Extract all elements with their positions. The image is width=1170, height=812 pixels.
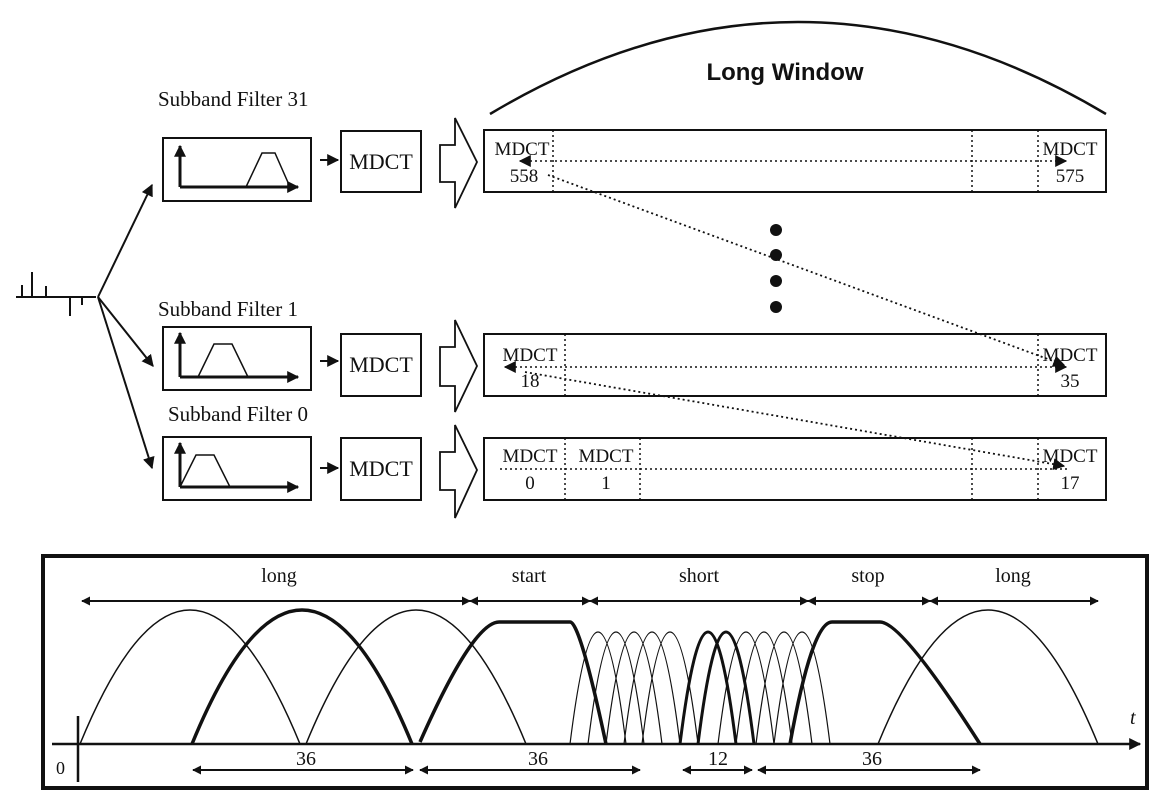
mdct-cell-index: 35	[1061, 371, 1080, 392]
time-axis-label: t	[1130, 707, 1136, 729]
segment-label-stop: stop	[851, 565, 884, 587]
subband-filter-label: Subband Filter 31	[158, 87, 309, 111]
filterbank-panel: Long Window Subband Filter 31 MDCT MDCT …	[16, 20, 1107, 519]
window-switching-panel: long start short stop long	[41, 554, 1149, 790]
length-label: 12	[708, 748, 728, 770]
window-shapes	[79, 608, 1099, 745]
mdct-cell-label: MDCT	[1043, 139, 1098, 160]
subband-row-1: Subband Filter 1 MDCT MDCT 18 MDCT 35	[158, 297, 1107, 413]
hollow-arrow	[439, 424, 478, 519]
panel-frame	[41, 554, 1149, 790]
long-window-label: Long Window	[706, 59, 863, 86]
filter-box	[162, 137, 312, 202]
subband-row-0: Subband Filter 0 MDCT MDCT 0 MDCT 1 MDCT…	[162, 402, 1107, 519]
hollow-arrow	[439, 117, 479, 209]
mdct-cell-label: MDCT	[495, 139, 550, 160]
mdct-cell-index: 1	[601, 473, 611, 494]
mdct-cell-label: MDCT	[1043, 446, 1098, 467]
mdct-cell-index: 18	[521, 371, 540, 392]
segment-label-start: start	[512, 565, 547, 587]
mdct-cell-index: 17	[1061, 473, 1080, 494]
segment-label-long: long	[995, 565, 1031, 587]
origin-label: 0	[56, 758, 65, 778]
branch-arrows	[97, 183, 155, 470]
mdct-cell-index: 0	[525, 473, 535, 494]
filter-box	[162, 326, 312, 391]
input-signal-icon	[16, 272, 96, 316]
hollow-arrow	[439, 319, 478, 413]
coefficient-buffer	[483, 333, 1107, 397]
bandpass-response-icon	[174, 144, 300, 193]
mdct-block-label: MDCT	[349, 149, 413, 174]
subband-row-31: Subband Filter 31 MDCT MDCT 558 MDCT 575	[158, 87, 1107, 209]
mdct-cell-label: MDCT	[503, 345, 558, 366]
mdct-block-label: MDCT	[349, 352, 413, 377]
mdct-block	[340, 437, 422, 501]
mdct-block	[340, 130, 422, 193]
length-label: 36	[296, 748, 316, 770]
mdct-block	[340, 333, 422, 397]
length-label: 36	[862, 748, 882, 770]
long-window-curve	[489, 20, 1107, 116]
mdct-block-label: MDCT	[349, 456, 413, 481]
filter-box	[162, 436, 312, 501]
lowpass-response-icon	[174, 441, 300, 493]
scan-order-arrows	[524, 174, 1066, 471]
coefficient-buffer	[483, 129, 1107, 193]
mdct-cell-label: MDCT	[579, 446, 634, 467]
mdct-cell-index: 575	[1056, 166, 1085, 187]
ellipsis-dots	[770, 224, 782, 313]
mdct-cell-label: MDCT	[1043, 345, 1098, 366]
mdct-cell-index: 558	[510, 166, 539, 187]
length-label: 36	[528, 748, 548, 770]
coefficient-buffer	[483, 437, 1107, 501]
bandpass-response-icon	[174, 331, 300, 383]
mdct-cell-label: MDCT	[503, 446, 558, 467]
segment-label-long: long	[261, 565, 297, 587]
segment-label-short: short	[679, 565, 719, 587]
subband-filter-label: Subband Filter 0	[168, 402, 308, 426]
subband-filter-label: Subband Filter 1	[158, 297, 298, 321]
